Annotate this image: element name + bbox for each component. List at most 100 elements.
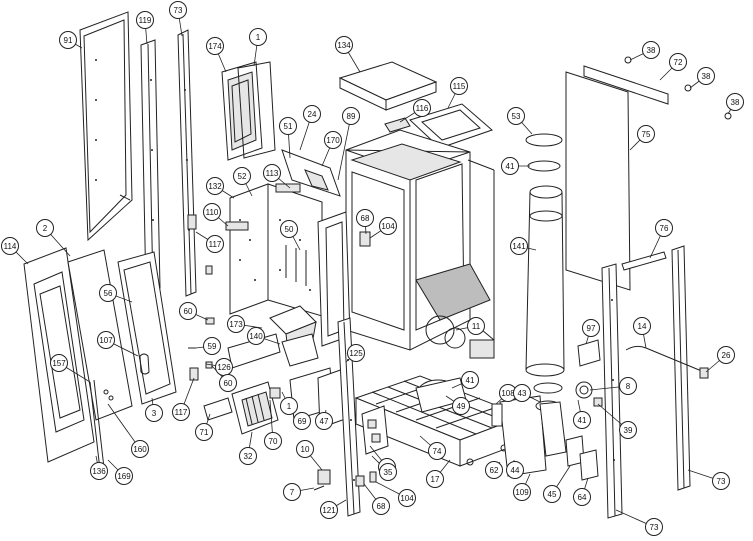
callout-72: 72 <box>669 53 687 71</box>
callout-number: 51 <box>284 122 293 131</box>
callout-number: 72 <box>674 58 683 67</box>
callout-number: 38 <box>731 98 740 107</box>
callout-circle <box>347 344 365 362</box>
callout-number: 104 <box>381 222 395 231</box>
callout-126: 126 <box>215 358 233 376</box>
callout-number: 24 <box>308 110 317 119</box>
callout-circle <box>227 315 245 333</box>
callout-132: 132 <box>206 177 224 195</box>
callout-number: 43 <box>518 389 527 398</box>
callout-173: 173 <box>227 315 245 333</box>
callout-number: 32 <box>244 452 253 461</box>
callout-52: 52 <box>233 167 251 185</box>
callout-number: 74 <box>433 447 442 456</box>
callout-number: 104 <box>400 494 414 503</box>
callout-56: 56 <box>99 284 117 302</box>
callout-circle <box>506 461 524 479</box>
callout-circle <box>450 77 468 95</box>
callout-number: 140 <box>249 332 263 341</box>
callout-circle <box>726 93 744 111</box>
callout-circle <box>233 167 251 185</box>
callout-number: 47 <box>320 417 329 426</box>
callout-74: 74 <box>428 442 446 460</box>
callout-circle <box>398 489 416 507</box>
callout-circle <box>655 219 673 237</box>
right-rail-73b <box>671 245 691 491</box>
rear-side-panel <box>79 11 133 242</box>
control-board <box>361 405 389 455</box>
callout-number: 134 <box>337 41 351 50</box>
callout-1: 1 <box>249 28 267 46</box>
callout-number: 121 <box>322 506 336 515</box>
callout-circle <box>195 423 213 441</box>
callout-3: 3 <box>145 404 163 422</box>
callout-117: 117 <box>172 403 190 421</box>
callout-104: 104 <box>379 217 397 235</box>
flue-outlet <box>491 395 599 481</box>
right-rail-73 <box>601 263 623 519</box>
callout-circle <box>90 462 108 480</box>
inner-door-frame <box>317 211 371 347</box>
callout-number: 1 <box>287 402 292 411</box>
callout-circle <box>372 497 390 515</box>
callout-2: 2 <box>36 219 54 237</box>
callout-113: 113 <box>263 164 281 182</box>
callout-number: 173 <box>229 320 243 329</box>
callout-26: 26 <box>717 346 735 364</box>
callout-circle <box>172 403 190 421</box>
callout-47: 47 <box>315 412 333 430</box>
exhaust-fan <box>415 377 467 413</box>
callout-157: 157 <box>50 354 68 372</box>
callout-number: 10 <box>301 445 310 454</box>
callout-circle <box>485 461 503 479</box>
callout-41: 41 <box>461 371 479 389</box>
switch-7 <box>313 469 331 491</box>
callout-circle <box>428 442 446 460</box>
callout-number: 59 <box>208 342 217 351</box>
callout-number: 132 <box>208 182 222 191</box>
callout-62: 62 <box>485 461 503 479</box>
callout-number: 157 <box>52 359 66 368</box>
callout-circle <box>543 485 561 503</box>
callout-circle <box>206 177 224 195</box>
callout-number: 75 <box>642 130 651 139</box>
callout-circle <box>206 235 224 253</box>
callout-51: 51 <box>279 117 297 135</box>
callout-160: 160 <box>131 440 149 458</box>
callout-11: 11 <box>467 317 485 335</box>
callout-circle <box>379 217 397 235</box>
callout-circle <box>296 440 314 458</box>
stove-body <box>345 129 495 359</box>
callout-number: 174 <box>208 42 222 51</box>
callout-circle <box>239 447 257 465</box>
callout-number: 68 <box>377 502 386 511</box>
callout-circle <box>637 125 655 143</box>
callout-circle <box>335 36 353 54</box>
callout-89: 89 <box>342 107 360 125</box>
callout-circle <box>247 327 265 345</box>
callout-number: 109 <box>515 488 529 497</box>
callout-115: 115 <box>450 77 468 95</box>
callout-53: 53 <box>507 107 525 125</box>
callout-number: 39 <box>624 426 633 435</box>
callout-104: 104 <box>398 489 416 507</box>
callout-116: 116 <box>413 99 431 117</box>
callout-17: 17 <box>426 470 444 488</box>
callout-circle <box>619 421 637 439</box>
callout-circle <box>1 237 19 255</box>
callout-number: 97 <box>587 324 596 333</box>
callout-circle <box>219 374 237 392</box>
callout-71: 71 <box>195 423 213 441</box>
callout-38: 38 <box>642 41 660 59</box>
callout-73: 73 <box>712 472 730 490</box>
callout-number: 119 <box>139 16 152 25</box>
callout-circle <box>264 432 282 450</box>
callout-number: 117 <box>175 408 188 417</box>
callout-number: 69 <box>298 417 307 426</box>
callout-circle <box>413 99 431 117</box>
callout-circle <box>426 470 444 488</box>
callout-circle <box>293 412 311 430</box>
callout-circle <box>97 331 115 349</box>
callout-number: 7 <box>290 488 295 497</box>
callout-114: 114 <box>1 237 19 255</box>
